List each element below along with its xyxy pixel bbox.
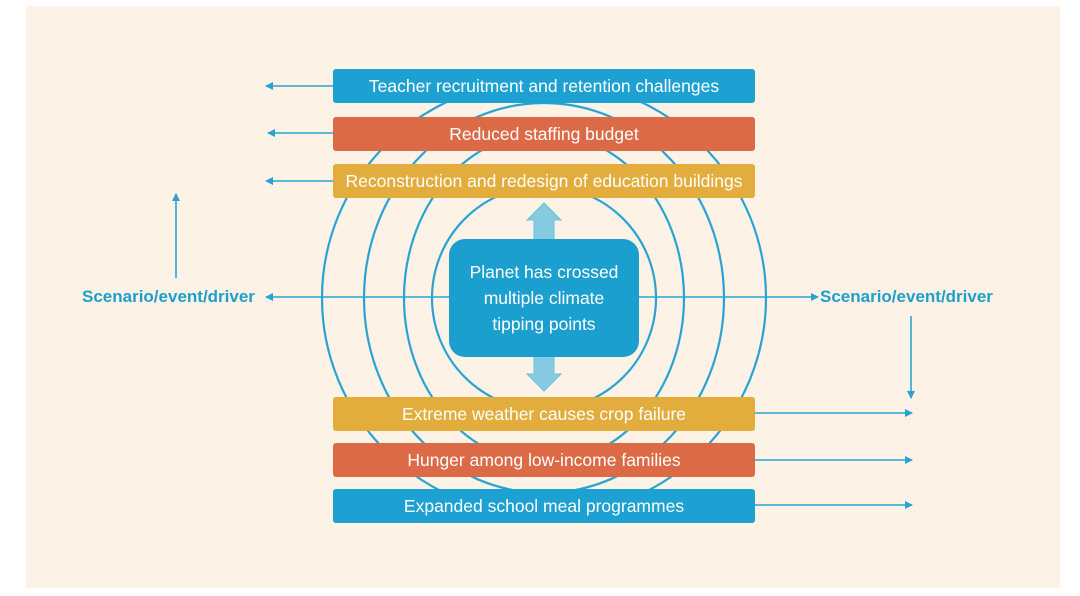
center-driver-box: Planet has crossed multiple climate tipp… xyxy=(449,239,639,357)
impact-bar-top: Reduced staffing budget xyxy=(333,117,755,151)
up-block-arrow xyxy=(525,202,563,241)
left-driver-label: Scenario/event/driver xyxy=(82,287,255,306)
impact-bar-bottom: Hunger among low-income families xyxy=(333,443,755,477)
right-driver-label: Scenario/event/driver xyxy=(820,287,993,306)
down-block-arrow xyxy=(525,355,563,392)
impact-bar-top: Teacher recruitment and retention challe… xyxy=(333,69,755,103)
impact-bar-top: Reconstruction and redesign of education… xyxy=(333,164,755,198)
impact-bar-bottom: Extreme weather causes crop failure xyxy=(333,397,755,431)
impact-bar-bottom: Expanded school meal programmes xyxy=(333,489,755,523)
